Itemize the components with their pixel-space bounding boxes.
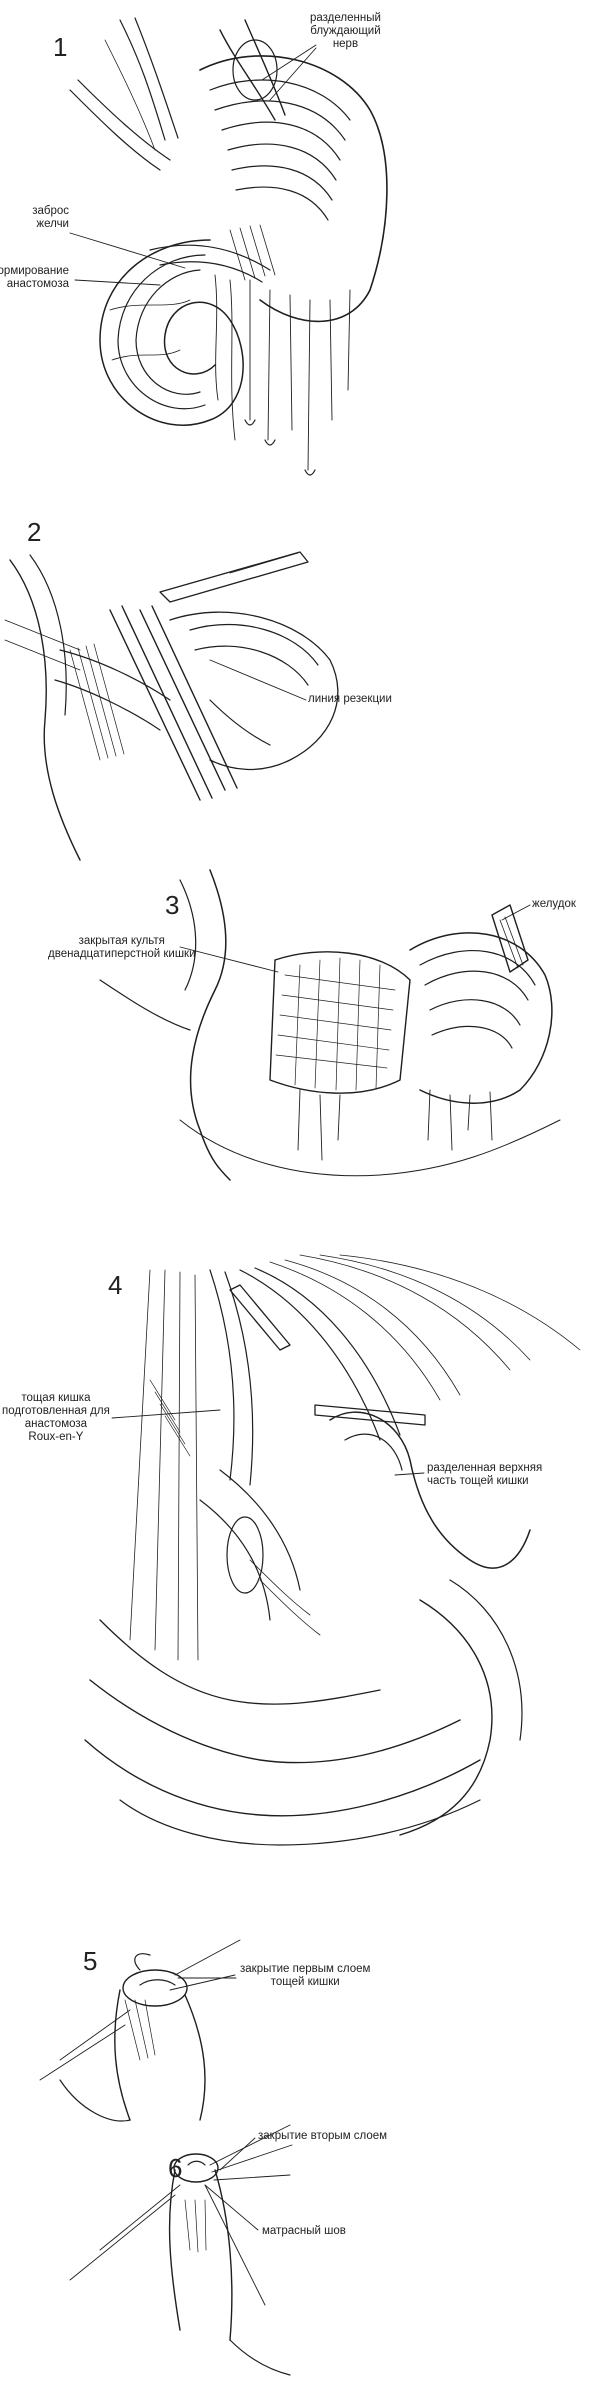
label-anastomosis-formation: формирование анастомоза — [0, 265, 69, 290]
label-stomach: желудок — [532, 898, 576, 910]
label-first-layer-closure: закрытие первым слоем тощей кишки — [240, 1963, 371, 1988]
label-resection-line: линия резекции — [308, 693, 392, 705]
figure-2-drawing — [4, 551, 339, 861]
figure-number-3: 3 — [165, 890, 180, 920]
label-divided-vagus-nerve: разделенный блуждающий нерв — [310, 12, 381, 50]
figure-5-drawing — [39, 1939, 241, 2122]
label-jejunum-roux-en-y: тощая кишка подготовленная для анастомоз… — [2, 1392, 110, 1443]
figure-number-2: 2 — [27, 517, 42, 547]
figure-1-drawing — [69, 17, 388, 476]
figure-number-5: 5 — [83, 1946, 98, 1976]
figure-number-1: 1 — [53, 32, 68, 62]
figure-number-4: 4 — [108, 1270, 123, 1300]
label-closed-duodenal-stump: закрытая культя двенадцатиперстной кишки — [48, 935, 196, 960]
figure-6-drawing — [69, 2124, 293, 2376]
figure-4-drawing — [84, 1254, 581, 1846]
label-bile-reflux: заброс желчи — [32, 205, 69, 230]
leader-lines — [69, 44, 531, 2231]
figure-number-6: 6 — [168, 2153, 183, 2183]
label-second-layer-closure: закрытие вторым слоем — [258, 2130, 388, 2142]
figure-3-drawing — [99, 869, 561, 1181]
label-mattress-suture: матрасный шов — [262, 2225, 346, 2237]
label-divided-upper-jejunum: разделенная верхняя часть тощей кишки — [427, 1462, 543, 1487]
